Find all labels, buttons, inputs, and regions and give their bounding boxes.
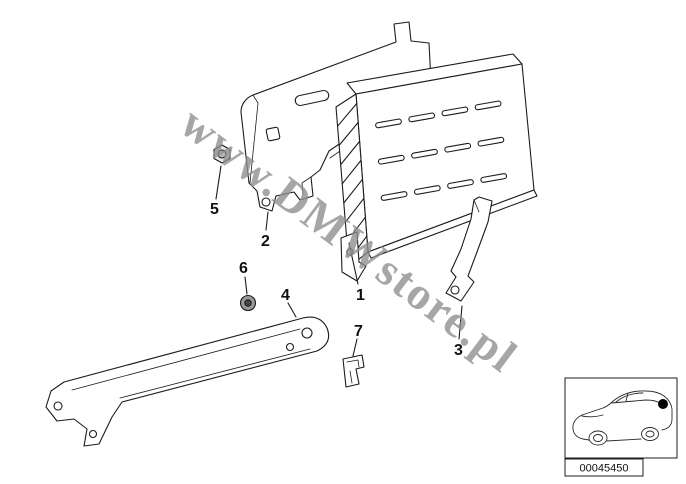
- callout-4[interactable]: 4: [281, 287, 290, 304]
- car-thumbnail[interactable]: [564, 377, 678, 459]
- callout-3[interactable]: 3: [454, 342, 463, 359]
- leader-lines: [215, 165, 463, 357]
- part-7-clip: [342, 354, 365, 388]
- callout-6[interactable]: 6: [239, 260, 248, 277]
- part-6-grommet: [239, 294, 257, 312]
- callout-1[interactable]: 1: [356, 287, 365, 304]
- callouts: 1 2 3 4 5 6 7: [210, 201, 463, 359]
- part-location-dot: [658, 399, 668, 409]
- callout-2[interactable]: 2: [261, 233, 270, 250]
- image-code-box: 00045450: [564, 458, 644, 477]
- part-3-holder-bracket: [445, 196, 493, 302]
- image-code: 00045450: [580, 463, 629, 475]
- part-5-nut: [213, 144, 231, 164]
- callout-5[interactable]: 5: [210, 201, 219, 218]
- part-4-support-arm: [45, 316, 330, 447]
- callout-7[interactable]: 7: [354, 323, 363, 340]
